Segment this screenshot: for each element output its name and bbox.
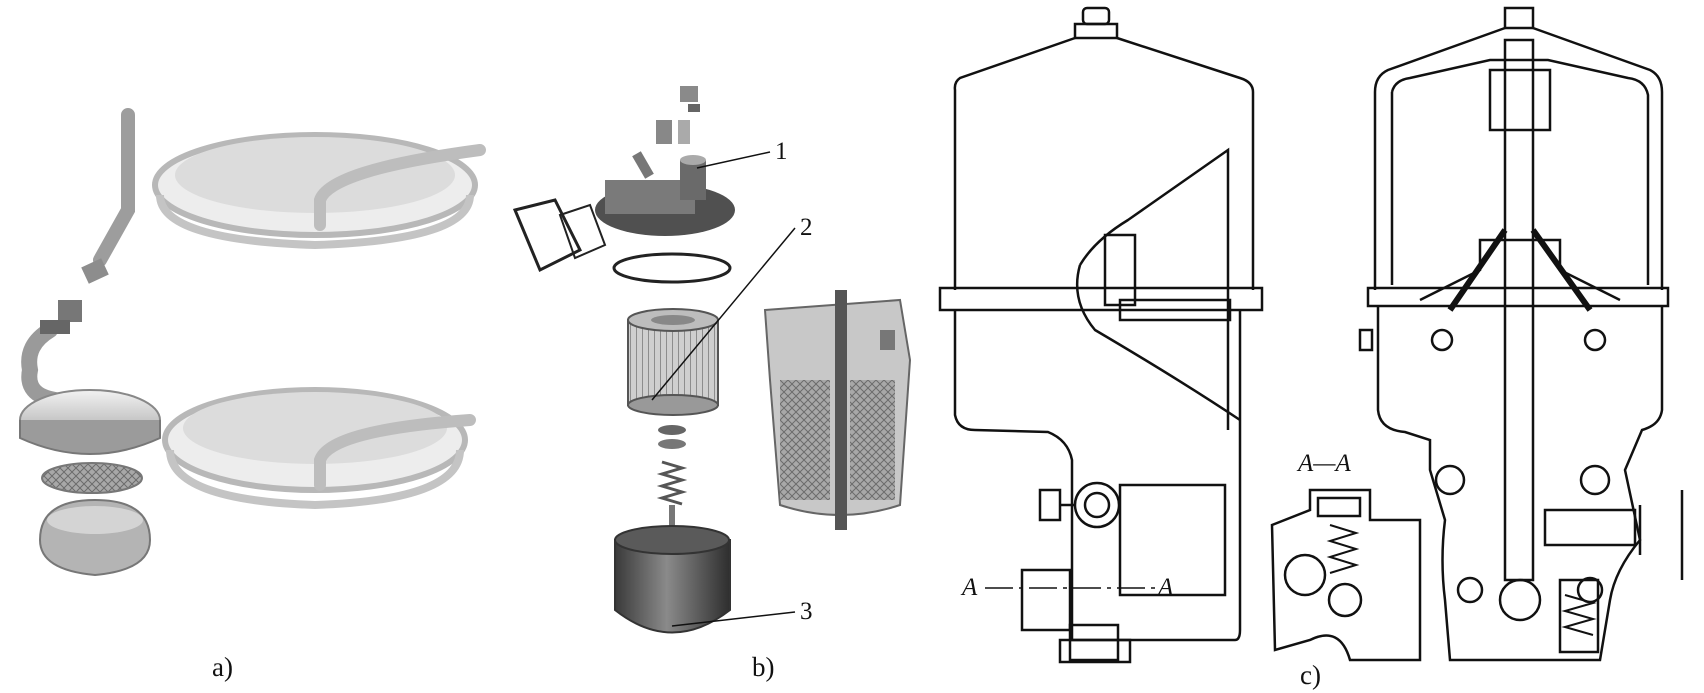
flange-gasket (512, 198, 583, 273)
callout-1: 1 (775, 138, 788, 165)
panel-a-strainer (19, 108, 486, 577)
filter-head (595, 155, 735, 236)
callout-line-2 (651, 227, 796, 401)
float-disk (19, 389, 161, 455)
caption-a: a) (212, 652, 233, 682)
panel-b-exploded-filter (512, 86, 912, 634)
callout-3: 3 (800, 598, 813, 625)
filter-bowl (614, 525, 731, 634)
valve-sleeve (656, 120, 672, 144)
caption-c: c) (1300, 660, 1321, 690)
caption-b: b) (752, 652, 775, 682)
mesh-disc (41, 462, 143, 494)
o-ring (612, 252, 732, 284)
bottom-cover (38, 498, 152, 577)
upper-strainer-tray (152, 132, 486, 250)
centrifuge-section-view (1358, 6, 1684, 662)
section-mark-left: A (962, 574, 978, 601)
panel-c-centrifuge (938, 6, 1684, 664)
filter-spring (656, 460, 688, 506)
top-plug (680, 86, 698, 102)
section-mark-right: A (1158, 574, 1174, 601)
section-a-a-inset (1270, 488, 1422, 662)
suction-pipe (21, 108, 135, 408)
callout-line-1 (696, 151, 771, 169)
section-title: A—A (1298, 450, 1351, 477)
pleated-filter-element (627, 308, 719, 416)
callout-2: 2 (800, 214, 813, 241)
lower-strainer-tray (162, 387, 476, 510)
callout-line-3 (671, 611, 796, 627)
centrifuge-exterior-view (938, 6, 1264, 664)
cutaway-filter-assembly (763, 290, 912, 530)
